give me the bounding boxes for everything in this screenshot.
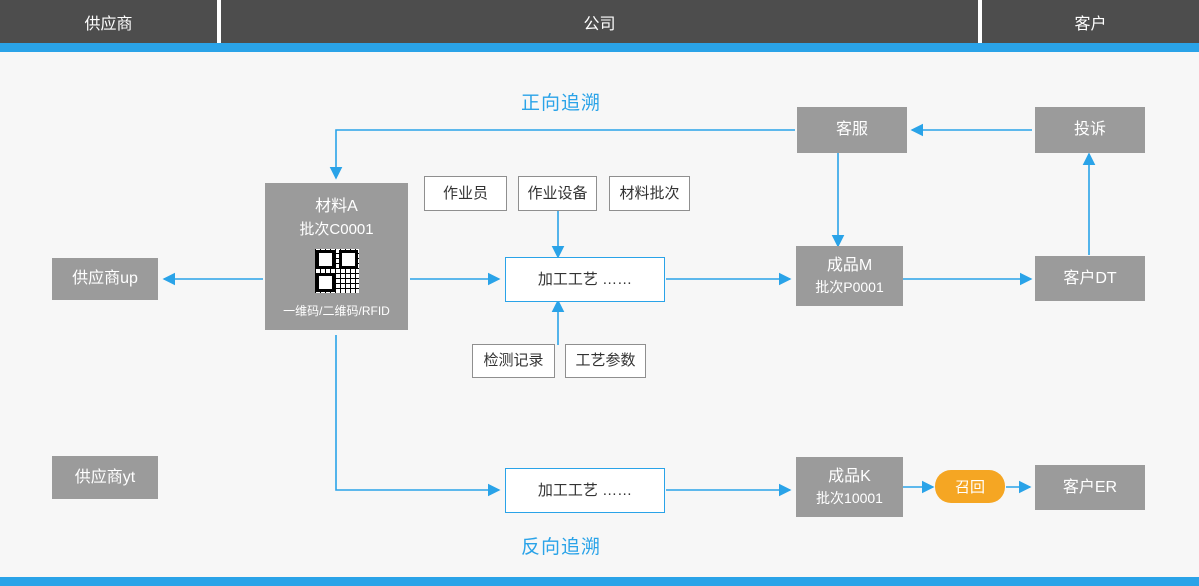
header-column-customer: 客户 — [982, 0, 1199, 51]
node-process-top[interactable]: 加工工艺 …… — [505, 257, 665, 302]
node-material-a-codes: 一维码/二维码/RFID — [283, 303, 390, 318]
node-product-m-name: 成品M — [826, 257, 873, 275]
node-equipment[interactable]: 作业设备 — [518, 176, 597, 211]
node-customer-er-label: 客户ER — [1062, 478, 1118, 496]
node-process-bottom-label: 加工工艺 …… — [537, 481, 633, 499]
header-column-supplier-label: 供应商 — [84, 15, 133, 33]
header-column-company-label: 公司 — [583, 15, 616, 33]
node-product-m[interactable]: 成品M 批次P0001 — [796, 246, 903, 306]
node-recall[interactable]: 召回 — [935, 470, 1005, 503]
node-customer-dt-label: 客户DT — [1063, 269, 1117, 287]
header-divider — [978, 0, 982, 43]
node-material-batch[interactable]: 材料批次 — [609, 176, 690, 211]
node-product-k-batch: 批次10001 — [816, 490, 883, 507]
node-complaint[interactable]: 投诉 — [1035, 107, 1145, 153]
label-forward-trace: 正向追溯 — [521, 93, 602, 114]
node-material-batch-label: 材料批次 — [619, 184, 680, 202]
node-product-k[interactable]: 成品K 批次10001 — [796, 457, 903, 517]
accent-bar-top — [0, 43, 1199, 52]
header-band: 供应商 公司 客户 — [0, 0, 1199, 51]
node-process-bottom[interactable]: 加工工艺 …… — [505, 468, 665, 513]
node-operator[interactable]: 作业员 — [424, 176, 507, 211]
header-column-company: 公司 — [221, 0, 978, 51]
header-column-customer-label: 客户 — [1074, 15, 1107, 33]
node-supplier-up-label: 供应商up — [72, 270, 138, 288]
node-inspection-record-label: 检测记录 — [483, 352, 544, 370]
node-inspection-record[interactable]: 检测记录 — [472, 344, 555, 378]
node-customer-er[interactable]: 客户ER — [1035, 465, 1145, 510]
node-process-params[interactable]: 工艺参数 — [565, 344, 646, 378]
node-customer-service[interactable]: 客服 — [797, 107, 907, 153]
header-divider — [217, 0, 221, 43]
node-supplier-yt[interactable]: 供应商yt — [52, 456, 158, 499]
node-customer-service-label: 客服 — [835, 121, 868, 139]
qr-code-icon — [314, 248, 359, 293]
header-column-supplier: 供应商 — [0, 0, 217, 51]
node-process-params-label: 工艺参数 — [575, 352, 636, 370]
node-product-m-batch: 批次P0001 — [815, 279, 884, 296]
node-equipment-label: 作业设备 — [527, 184, 588, 202]
node-material-a[interactable]: 材料A 批次C0001 一维码/二维码/RFID — [265, 183, 408, 330]
label-reverse-trace: 反向追溯 — [521, 537, 602, 558]
node-material-a-name: 材料A — [315, 198, 358, 215]
node-complaint-label: 投诉 — [1073, 121, 1106, 139]
node-operator-label: 作业员 — [442, 184, 488, 202]
node-recall-label: 召回 — [954, 479, 985, 496]
accent-bar-bottom — [0, 577, 1199, 586]
node-supplier-up[interactable]: 供应商up — [52, 258, 158, 300]
node-product-k-name: 成品K — [828, 468, 871, 486]
node-supplier-yt-label: 供应商yt — [74, 468, 136, 486]
node-process-top-label: 加工工艺 …… — [537, 270, 633, 288]
node-customer-dt[interactable]: 客户DT — [1035, 256, 1145, 301]
node-material-a-batch: 批次C0001 — [299, 221, 374, 238]
